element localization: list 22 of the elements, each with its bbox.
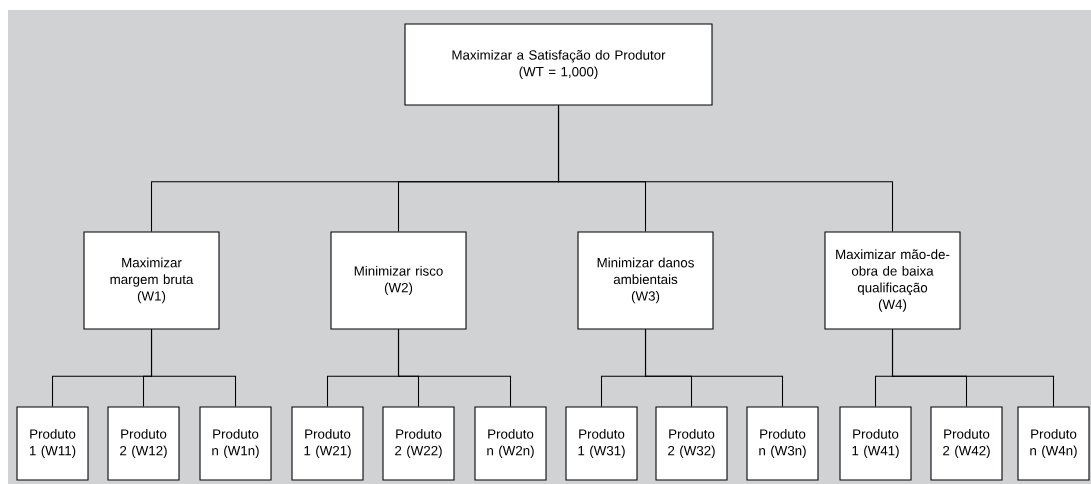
connector-line bbox=[397, 329, 512, 407]
product-box: Produto n (W4n) bbox=[1017, 406, 1090, 481]
goal-box: Maximizar mão-de-obra de baixa qualificação (W4) bbox=[824, 231, 961, 330]
product-box: Produto 2 (W12) bbox=[107, 406, 180, 481]
product-box: Produto 2 (W32) bbox=[655, 406, 728, 481]
connector-line bbox=[644, 329, 784, 407]
connector-line bbox=[891, 329, 1055, 407]
product-box: Produto n (W2n) bbox=[474, 406, 547, 481]
product-box: Produto 1 (W41) bbox=[839, 406, 912, 481]
connector-line bbox=[150, 329, 237, 407]
product-box: Produto 2 (W22) bbox=[382, 406, 455, 481]
product-box: Produto n (W3n) bbox=[746, 406, 819, 481]
product-box: Produto 1 (W31) bbox=[565, 406, 638, 481]
connector-line bbox=[557, 105, 894, 232]
goal-box: Minimizar danos ambientais (W3) bbox=[577, 231, 714, 330]
goal-box: Maximizar margem bruta (W1) bbox=[83, 231, 220, 330]
product-box: Produto n (W1n) bbox=[199, 406, 272, 481]
product-box: Produto 2 (W42) bbox=[930, 406, 1003, 481]
goal-box: Maximizar a Satisfação do Produtor (WT = 1,000) bbox=[404, 23, 713, 106]
product-box: Produto 1 (W21) bbox=[291, 406, 364, 481]
product-box: Produto 1 (W11) bbox=[16, 406, 89, 481]
goal-box: Minimizar risco (W2) bbox=[330, 231, 467, 330]
